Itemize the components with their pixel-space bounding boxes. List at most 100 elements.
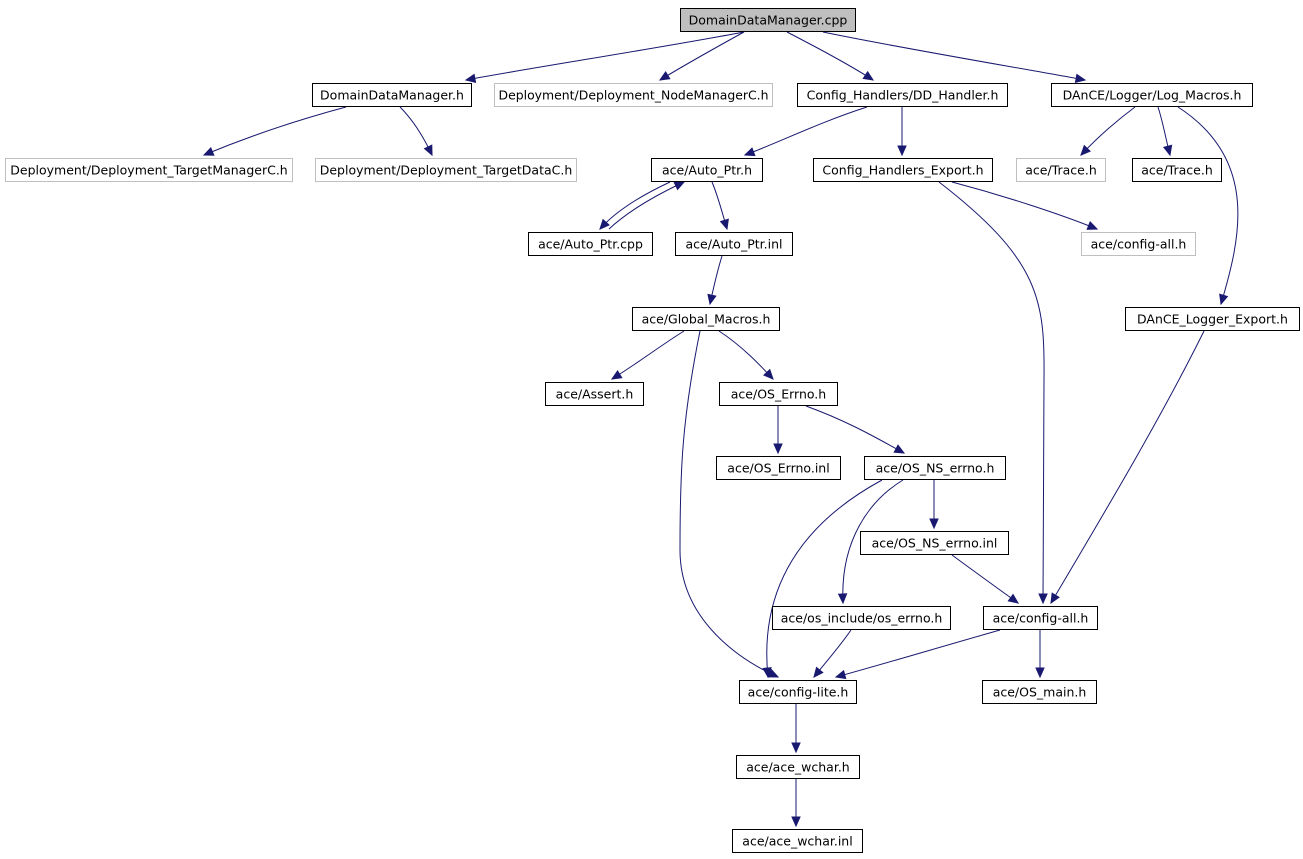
edge-che-to-configall [938, 181, 1048, 605]
arrowhead [707, 293, 717, 306]
arrowhead [202, 146, 215, 156]
node-box [651, 158, 763, 182]
node-autoptr-inl[interactable]: ace/Auto_Ptr.inl [675, 232, 793, 256]
node-box [315, 158, 577, 182]
edge-line [1050, 330, 1205, 604]
edge-ddh-to-autoptr_h [743, 106, 868, 157]
arrowhead [834, 669, 847, 680]
node-globalmac[interactable]: ace/Global_Macros.h [632, 307, 780, 331]
node-che[interactable]: Config_Handlers_Export.h [813, 158, 993, 182]
node-autoptr-h[interactable]: ace/Auto_Ptr.h [651, 158, 763, 182]
node-label: ace/Auto_Ptr.cpp [538, 237, 643, 252]
arrowhead [1007, 593, 1019, 604]
arrowhead [743, 147, 756, 157]
arrowhead [464, 73, 477, 83]
edge-line [805, 405, 905, 454]
arrowhead [791, 816, 801, 828]
node-ddh[interactable]: Config_Handlers/DD_Handler.h [797, 83, 1008, 107]
node-configall[interactable]: ace/config-all.h [983, 606, 1098, 630]
node-assert[interactable]: ace/Assert.h [545, 382, 644, 406]
node-trace[interactable]: ace/Trace.h [1132, 158, 1222, 182]
edge-line [203, 106, 347, 156]
node-box [545, 382, 644, 406]
node-osmain[interactable]: ace/OS_main.h [982, 680, 1097, 704]
edge-ddm_h-to-targetmgr [202, 106, 347, 156]
edge-root-to-ddm_h [464, 31, 745, 83]
node-box [1125, 307, 1300, 331]
arrowhead [719, 218, 729, 231]
node-box [719, 382, 838, 406]
node-label: ace/os_include/os_errno.h [781, 611, 943, 626]
edge-configall-to-configlite [834, 629, 1001, 680]
arrowhead [791, 742, 801, 754]
node-box [312, 83, 472, 107]
edge-ddm_h-to-targetdata [399, 106, 433, 157]
node-box [716, 456, 841, 480]
node-label: ace/ace_wchar.h [746, 760, 849, 775]
node-box [1081, 232, 1196, 256]
node-box [675, 232, 793, 256]
node-root[interactable]: DomainDataManager.cpp [680, 8, 856, 32]
node-box [1132, 158, 1222, 182]
edge-line [951, 554, 1019, 604]
edge-autoptr_inl-to-globalmac [707, 255, 723, 306]
arrowhead [813, 666, 824, 678]
node-box [797, 83, 1008, 107]
node-label: DomainDataManager.cpp [689, 13, 848, 28]
node-osnserrno-h[interactable]: ace/OS_NS_errno.h [864, 456, 1006, 480]
edge-line [599, 181, 671, 230]
node-label: ace/Trace.h [1025, 163, 1097, 178]
node-logmac[interactable]: DAnCE/Logger/Log_Macros.h [1051, 83, 1253, 107]
node-label: ace/Trace.h [1141, 163, 1213, 178]
edge-line [608, 181, 685, 230]
arrowhead [673, 181, 686, 191]
node-label: DAnCE/Logger/Log_Macros.h [1063, 88, 1242, 103]
node-ddm-h[interactable]: DomainDataManager.h [312, 83, 472, 107]
edge-ddh-to-che [897, 107, 907, 157]
node-osinc[interactable]: ace/os_include/os_errno.h [772, 606, 951, 630]
node-label: ace/config-lite.h [748, 685, 849, 700]
edge-root-to-nodemgr [658, 31, 745, 81]
arrowhead [1080, 144, 1091, 156]
arrowhead [1074, 73, 1087, 83]
node-label: ace/OS_NS_errno.h [876, 461, 995, 476]
edge-oserrno_h-to-oserrno_inl [773, 406, 783, 455]
node-oserrno-inl[interactable]: ace/OS_Errno.inl [716, 456, 841, 480]
node-label: ace/OS_Errno.h [731, 387, 826, 402]
node-targetmgr: Deployment/Deployment_TargetManagerC.h [5, 158, 293, 182]
node-autoptr-cpp[interactable]: ace/Auto_Ptr.cpp [528, 232, 653, 256]
node-box [982, 680, 1097, 704]
node-label: ace/config-all.h [993, 611, 1089, 626]
arrowhead [773, 443, 783, 455]
edge-line [951, 181, 1098, 230]
arrowhead [862, 70, 875, 81]
node-label: Config_Handlers/DD_Handler.h [807, 88, 999, 103]
node-box [632, 307, 780, 331]
arrowhead [658, 70, 671, 81]
edge-root-to-logmac [822, 31, 1087, 83]
node-wchar-h[interactable]: ace/ace_wchar.h [736, 755, 860, 779]
edge-osnserrno_inl-to-configall [951, 554, 1019, 604]
node-oserrno-h[interactable]: ace/OS_Errno.h [719, 382, 838, 406]
node-configall-gray: ace/config-all.h [1081, 232, 1196, 256]
edge-root-to-ddh [786, 31, 875, 81]
arrowhead [897, 145, 907, 157]
node-box [772, 606, 951, 630]
arrowhead [929, 518, 939, 530]
node-trace-gray: ace/Trace.h [1016, 158, 1106, 182]
arrowhead [1035, 667, 1045, 679]
node-osnserrno-inl[interactable]: ace/OS_NS_errno.inl [860, 531, 1009, 555]
node-box [528, 232, 653, 256]
arrowhead [1050, 592, 1060, 605]
edges-layer [202, 31, 1239, 828]
node-configlite[interactable]: ace/config-lite.h [739, 680, 857, 704]
node-box [864, 456, 1006, 480]
edge-line [718, 330, 774, 380]
edge-globalmac-to-oserrno_h [718, 330, 774, 380]
node-dlexport[interactable]: DAnCE_Logger_Export.h [1125, 307, 1300, 331]
node-label: ace/Global_Macros.h [642, 312, 771, 327]
node-label: DomainDataManager.h [320, 88, 464, 103]
node-wchar-inl[interactable]: ace/ace_wchar.inl [732, 829, 863, 853]
arrowhead [763, 368, 774, 380]
